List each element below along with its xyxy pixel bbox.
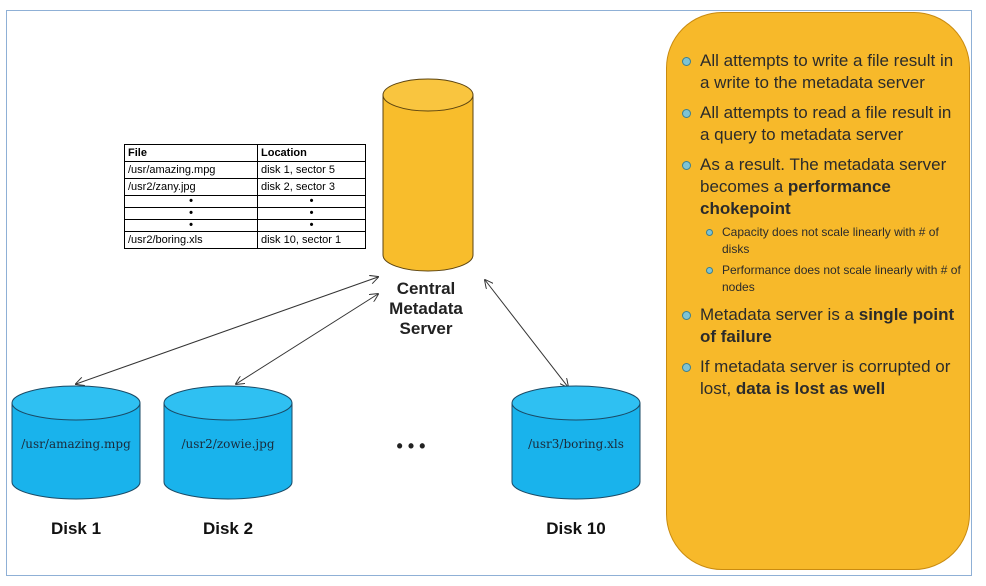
table-row: /usr2/zany.jpg disk 2, sector 3	[124, 178, 366, 196]
ellipsis-dots: • • •	[397, 436, 426, 456]
table-header-location: Location	[257, 144, 366, 162]
subbullet-marker-icon	[706, 229, 713, 236]
server-label-line3: Server	[400, 319, 453, 338]
disk-1-cylinder: /usr/amazing.mpg	[11, 385, 141, 500]
disk-10-cylinder: /usr3/boring.xls	[511, 385, 641, 500]
table-row: /usr2/boring.xls disk 10, sector 1	[124, 231, 366, 249]
bullet-write: All attempts to write a file result in a…	[682, 50, 962, 94]
arrow-server-disk10	[485, 280, 568, 387]
table-cell: /usr2/zany.jpg	[124, 178, 258, 196]
arrow-server-disk1	[76, 277, 378, 384]
bullet-marker-icon	[682, 363, 691, 372]
table-cell: /usr2/boring.xls	[124, 231, 258, 249]
table-cell: •	[124, 195, 258, 208]
bullet-marker-icon	[682, 311, 691, 320]
table-cell: •	[257, 195, 366, 208]
bullet-marker-icon	[682, 57, 691, 66]
notes-panel	[666, 12, 970, 570]
bullet-marker-icon	[682, 109, 691, 118]
bullet-read: All attempts to read a file result in a …	[682, 102, 962, 146]
table-header-file: File	[124, 144, 258, 162]
table-cell: •	[257, 219, 366, 232]
disk-10-content: /usr3/boring.xls	[528, 437, 624, 451]
disk-2-content: /usr2/zowie.jpg	[182, 437, 275, 451]
table-cell: •	[124, 207, 258, 220]
table-row: /usr/amazing.mpg disk 1, sector 5	[124, 161, 366, 179]
table-row: • •	[124, 219, 366, 232]
bullet-chokepoint: As a result. The metadata server becomes…	[682, 154, 962, 220]
bullet-single-point: Metadata server is a single point of fai…	[682, 304, 962, 348]
server-label-line2: Metadata	[389, 299, 463, 318]
disk-1-label: Disk 1	[51, 519, 101, 538]
table-cell: disk 2, sector 3	[257, 178, 366, 196]
subbullet-capacity: Capacity does not scale linearly with # …	[682, 224, 962, 258]
table-cell: •	[257, 207, 366, 220]
table-header-row: File Location	[124, 144, 366, 162]
bullet-data-loss: If metadata server is corrupted or lost,…	[682, 356, 962, 400]
table-cell: disk 1, sector 5	[257, 161, 366, 179]
disk-1-content: /usr/amazing.mpg	[21, 437, 131, 451]
slide-frame	[6, 10, 972, 576]
table-row: • •	[124, 195, 366, 208]
disk-2-cylinder: /usr2/zowie.jpg	[163, 385, 293, 500]
arrow-server-disk2	[236, 294, 378, 384]
connection-arrows	[76, 277, 568, 387]
disk-2-label: Disk 2	[203, 519, 253, 538]
central-server-cylinder	[382, 78, 474, 272]
subbullet-performance: Performance does not scale linearly with…	[682, 262, 962, 296]
table-cell: disk 10, sector 1	[257, 231, 366, 249]
table-cell: /usr/amazing.mpg	[124, 161, 258, 179]
server-label-line1: Central	[397, 279, 456, 298]
notes-bullet-list: All attempts to write a file result in a…	[682, 50, 962, 408]
disk-10-label: Disk 10	[546, 519, 606, 538]
table-cell: •	[124, 219, 258, 232]
table-row: • •	[124, 207, 366, 220]
subbullet-marker-icon	[706, 267, 713, 274]
file-location-table: File Location /usr/amazing.mpg disk 1, s…	[124, 144, 366, 249]
bullet-marker-icon	[682, 161, 691, 170]
